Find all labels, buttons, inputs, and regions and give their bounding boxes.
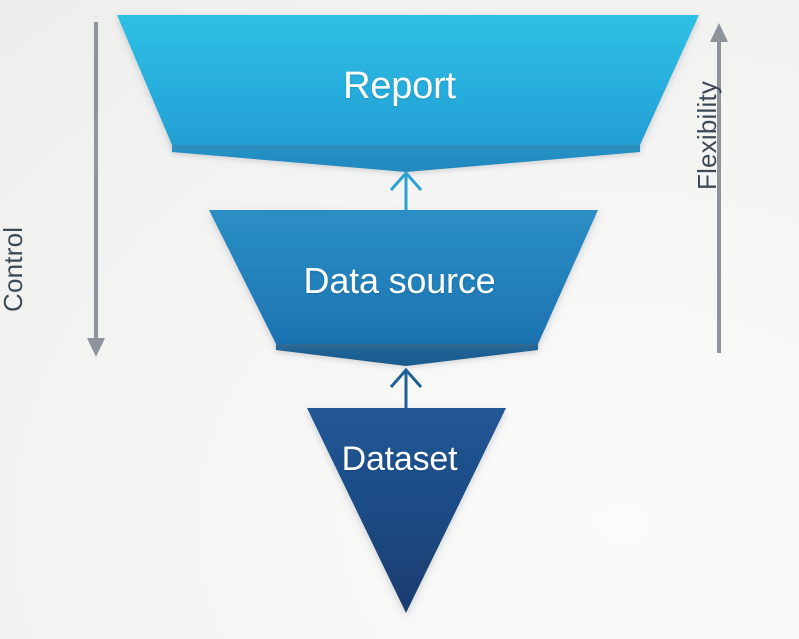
report-body bbox=[117, 15, 699, 145]
stage-data-source-shape[interactable] bbox=[209, 210, 598, 366]
dataset-body bbox=[307, 408, 506, 613]
flexibility-axis-arrow bbox=[710, 23, 728, 353]
axis-label-control: Control bbox=[0, 226, 28, 312]
stage-report-shape[interactable] bbox=[117, 15, 699, 172]
stage-label-data-source: Data source bbox=[303, 260, 496, 301]
stage-dataset-shape[interactable] bbox=[307, 408, 506, 613]
report-fold bbox=[172, 141, 640, 172]
stage-label-dataset: Dataset bbox=[341, 440, 458, 478]
connector-data-source-to-report-arrow bbox=[389, 170, 423, 213]
data-source-body bbox=[209, 210, 598, 344]
data-source-fold bbox=[276, 340, 538, 366]
stage-label-report: Report bbox=[343, 65, 456, 107]
connector-dataset-to-data-source-arrow bbox=[389, 367, 423, 410]
axis-label-flexibility: Flexibility bbox=[692, 80, 722, 190]
control-axis-arrow bbox=[87, 22, 105, 357]
